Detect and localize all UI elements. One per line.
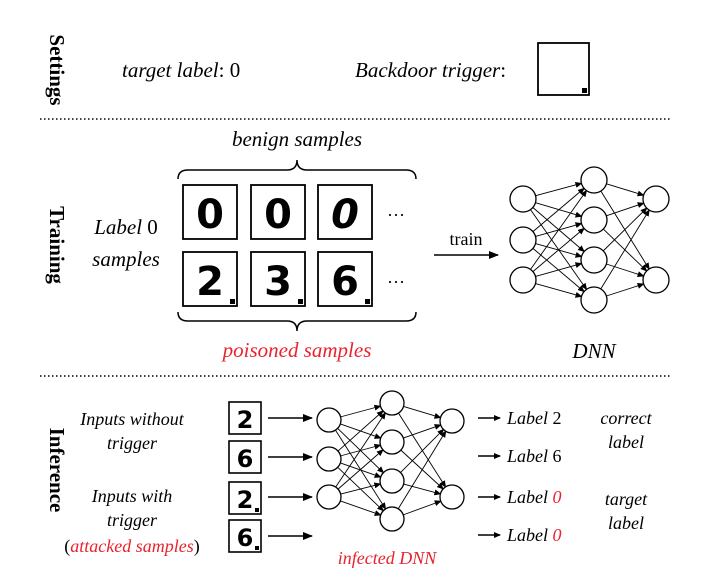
- dnn-node: [509, 226, 537, 254]
- benign-sample-2: 0: [250, 184, 306, 240]
- infected-dnn-edge: [340, 404, 382, 418]
- dnn-edge: [535, 262, 583, 277]
- benign-samples-label: benign samples: [232, 127, 362, 151]
- infected-dnn-node: [379, 468, 405, 494]
- dnn-edge: [530, 189, 588, 270]
- dnn-network: [509, 166, 670, 314]
- svg-text:2: 2: [196, 259, 224, 305]
- correct-label-line2: label: [608, 432, 644, 452]
- infected-dnn-node: [316, 407, 342, 433]
- dnn-node: [509, 266, 537, 294]
- inference-input-1: 2: [228, 401, 262, 435]
- label0-samples-line1: Label 0: [93, 215, 158, 239]
- section-title-settings: Settings: [45, 34, 69, 105]
- infected-dnn-node: [439, 408, 465, 434]
- infected-dnn-edge: [340, 482, 382, 495]
- inputs-without-trigger-line2: trigger: [107, 433, 158, 453]
- svg-text:6: 6: [331, 259, 359, 305]
- inputs-with-trigger-line1: Inputs with: [91, 486, 173, 506]
- infected-dnn-edge: [397, 430, 447, 510]
- infected-dnn-edge: [400, 428, 445, 473]
- infected-dnn-node: [379, 506, 405, 532]
- infected-dnn-node: [439, 484, 465, 510]
- benign-brace: [177, 159, 417, 180]
- svg-text:2: 2: [237, 486, 254, 514]
- dnn-edge: [532, 227, 585, 272]
- svg-text:0: 0: [196, 192, 224, 238]
- infected-dnn-edge: [335, 412, 386, 488]
- dnn-edge: [535, 182, 583, 197]
- benign-sample-3: 0: [317, 184, 373, 240]
- correct-label-line1: correct: [600, 408, 652, 428]
- dnn-edge: [532, 187, 585, 232]
- benign-sample-1: 0: [182, 184, 238, 240]
- dnn-edge: [602, 207, 648, 252]
- poisoned-sample-1: 2: [182, 251, 238, 307]
- infected-dnn-node: [379, 429, 405, 455]
- dnn-edge: [606, 263, 645, 278]
- target-label-line2: label: [608, 513, 644, 533]
- infected-dnn-network: [316, 390, 465, 532]
- inference-input-4: 6: [228, 519, 262, 553]
- infected-dnn-node: [316, 484, 342, 510]
- svg-text:6: 6: [237, 524, 254, 552]
- infected-dnn-edge: [337, 449, 384, 490]
- target-label-line1: target: [605, 489, 648, 509]
- poisoned-brace: [177, 311, 417, 332]
- infected-dnn-edge: [398, 412, 447, 488]
- dnn-edge: [535, 283, 583, 298]
- output-label-4: Label 0: [506, 525, 562, 545]
- dnn-node: [509, 185, 537, 213]
- inputs-with-trigger-line2: trigger: [107, 510, 158, 530]
- dnn-edge: [606, 282, 645, 297]
- output-label-3: Label 0: [506, 487, 562, 507]
- dnn-label: DNN: [571, 339, 616, 363]
- train-label: train: [450, 229, 483, 249]
- target-label-text: target label: 0: [122, 58, 240, 82]
- infected-dnn-edge: [337, 410, 384, 452]
- poisoned-sample-3: 6: [317, 251, 373, 307]
- infected-dnn-edge: [340, 500, 382, 516]
- inference-input-3: 2: [228, 481, 262, 515]
- infected-dnn-edge: [403, 483, 442, 496]
- dnn-node: [642, 185, 670, 213]
- output-label-1: Label 2: [506, 408, 562, 428]
- infected-dnn-label: infected DNN: [338, 548, 437, 568]
- infected-dnn-node: [379, 390, 405, 416]
- label0-samples-line2: samples: [92, 247, 160, 271]
- section-title-inference: Inference: [45, 428, 69, 513]
- dnn-node: [580, 166, 608, 194]
- infected-dnn-node: [316, 446, 342, 472]
- dnn-node: [580, 206, 608, 234]
- poisoned-sample-2: 3: [250, 251, 306, 307]
- dnn-edge: [600, 209, 650, 290]
- poisoned-samples-label: poisoned samples: [221, 338, 372, 362]
- svg-text:0: 0: [331, 192, 359, 238]
- svg-text:6: 6: [237, 445, 254, 473]
- svg-text:2: 2: [237, 406, 254, 434]
- dnn-node: [580, 246, 608, 274]
- infected-dnn-edge: [403, 500, 442, 516]
- dnn-edge: [606, 183, 645, 197]
- infected-dnn-edge: [403, 406, 442, 419]
- output-label-2: Label 6: [506, 446, 562, 466]
- dnn-node: [642, 266, 670, 294]
- svg-text:0: 0: [264, 192, 292, 238]
- poisoned-ellipsis: ···: [387, 272, 405, 292]
- section-title-training: Training: [45, 206, 69, 284]
- dnn-edge: [606, 202, 645, 217]
- inputs-without-trigger-line1: Inputs without: [79, 409, 185, 429]
- svg-text:3: 3: [264, 259, 292, 305]
- backdoor-trigger-text: Backdoor trigger:: [355, 58, 506, 82]
- inference-input-2: 6: [228, 440, 262, 474]
- attacked-samples-label: (attacked samples): [64, 536, 199, 557]
- infected-dnn-edge: [403, 424, 442, 439]
- benign-ellipsis: ···: [387, 205, 405, 225]
- dnn-node: [580, 286, 608, 314]
- trigger-pattern-box: [537, 42, 590, 96]
